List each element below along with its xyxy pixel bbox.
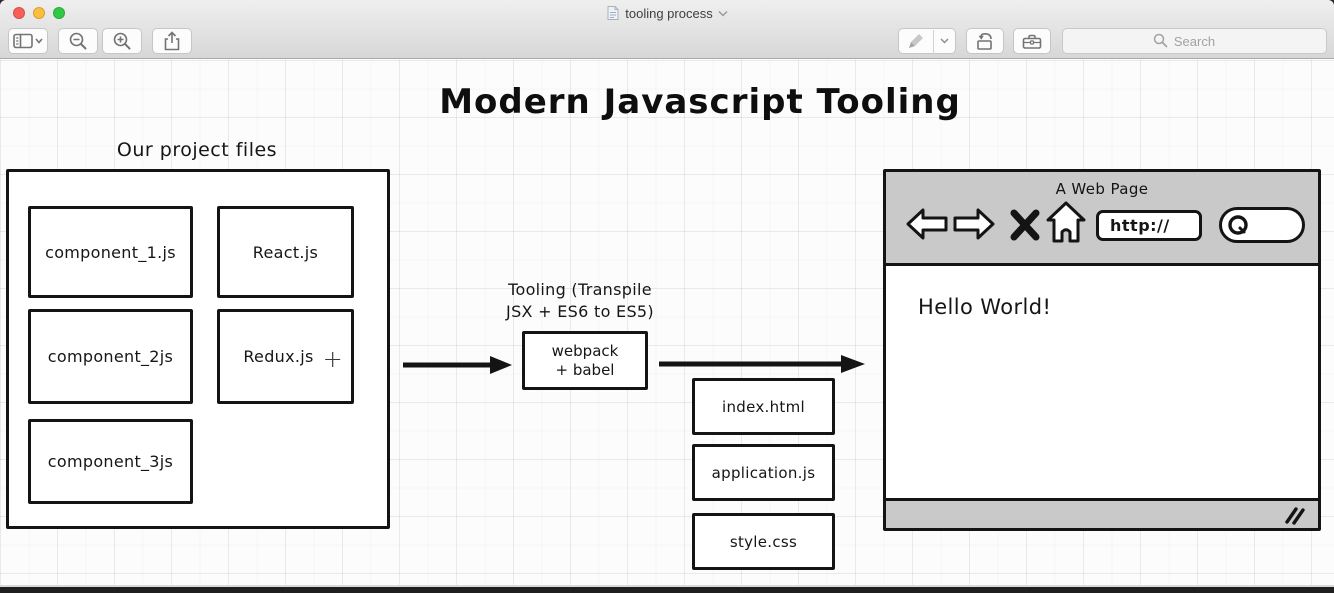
close-window-button[interactable]: [13, 7, 25, 19]
file-box-component-2: component_2js: [28, 309, 193, 404]
toolbar-right: [898, 28, 1327, 54]
file-label: React.js: [252, 242, 319, 262]
output-box-application-js: application.js: [692, 444, 835, 501]
output-box-style-css: style.css: [692, 513, 835, 570]
flow-arrow-right: [659, 355, 865, 373]
forward-arrow-icon: [953, 208, 995, 240]
window-title: tooling process: [625, 5, 713, 21]
sidebar-toggle-button[interactable]: [8, 28, 48, 54]
back-arrow-icon: [906, 208, 948, 240]
sidebar-icon: [13, 33, 43, 49]
close-x-icon: [1010, 209, 1040, 241]
document-canvas: Modern Javascript Tooling Our project fi…: [0, 60, 1334, 585]
file-box-redux: Redux.js +: [217, 309, 354, 404]
diagram-title: Modern Javascript Tooling: [439, 82, 961, 122]
browser-title: A Web Page: [1055, 180, 1149, 198]
file-box-react: React.js: [217, 206, 354, 298]
toolbar-left: [8, 28, 192, 54]
plus-sign: +: [322, 344, 343, 373]
markup-toolbar-button[interactable]: [1013, 28, 1051, 54]
minimize-window-button[interactable]: [33, 7, 45, 19]
output-label: style.css: [729, 532, 798, 551]
search-input[interactable]: [1062, 28, 1327, 54]
rotate-button[interactable]: [966, 28, 1004, 54]
file-box-component-3: component_3js: [28, 419, 193, 504]
file-label: component_3js: [47, 452, 174, 471]
zoom-out-icon: [69, 32, 87, 50]
browser-footer: [886, 498, 1318, 528]
webpack-label-line2: + babel: [555, 360, 615, 379]
zoom-out-button[interactable]: [58, 28, 98, 54]
browser-search-box: [1219, 207, 1305, 243]
home-icon: [1046, 201, 1086, 243]
output-label: index.html: [722, 397, 805, 416]
tooling-label: Tooling (Transpile JSX + ES6 to ES5): [450, 279, 710, 323]
markup-pen-button[interactable]: [899, 31, 933, 51]
browser-wireframe: A Web Page http://: [883, 169, 1321, 531]
browser-content-text: Hello World!: [918, 295, 1052, 319]
browser-header: A Web Page http://: [886, 172, 1318, 266]
divider: [932, 29, 934, 54]
chevron-down-icon: [940, 38, 949, 44]
url-text: http://: [1110, 216, 1170, 235]
webpack-label-line1: webpack: [551, 341, 619, 360]
fullscreen-window-button[interactable]: [53, 7, 65, 19]
background-window-edge: [0, 585, 1334, 593]
share-icon: [164, 31, 180, 51]
markup-pen-group: [898, 28, 956, 54]
window-title-group: tooling process: [0, 4, 1334, 22]
file-label: component_2js: [47, 347, 174, 366]
search-field[interactable]: [1062, 28, 1327, 54]
pen-icon: [908, 34, 923, 48]
webpack-babel-box: webpack + babel: [522, 331, 648, 390]
tooling-label-line1: Tooling (Transpile: [508, 280, 652, 299]
window-chrome: tooling process: [0, 0, 1334, 59]
flow-arrow-left: [403, 356, 512, 374]
title-chevron-down-icon[interactable]: [718, 10, 728, 17]
toolbox-icon: [1022, 34, 1042, 49]
zoom-in-button[interactable]: [102, 28, 142, 54]
file-label: Redux.js: [243, 347, 314, 366]
traffic-lights: [13, 7, 65, 19]
address-bar: http://: [1096, 210, 1202, 241]
document-icon: [607, 6, 619, 20]
output-label: application.js: [711, 463, 816, 482]
tooling-label-line2: JSX + ES6 to ES5): [506, 302, 654, 321]
file-box-component-1: component_1.js: [28, 206, 193, 298]
zoom-in-icon: [113, 32, 131, 50]
magnifier-icon: [1228, 215, 1248, 235]
pen-style-dropdown-button[interactable]: [934, 38, 955, 44]
rotate-icon: [977, 32, 992, 50]
file-label: component_1.js: [45, 242, 176, 262]
share-button[interactable]: [152, 28, 192, 54]
output-box-index-html: index.html: [692, 378, 835, 435]
project-files-label: Our project files: [116, 139, 278, 161]
resize-handle-icon: [1285, 507, 1305, 525]
